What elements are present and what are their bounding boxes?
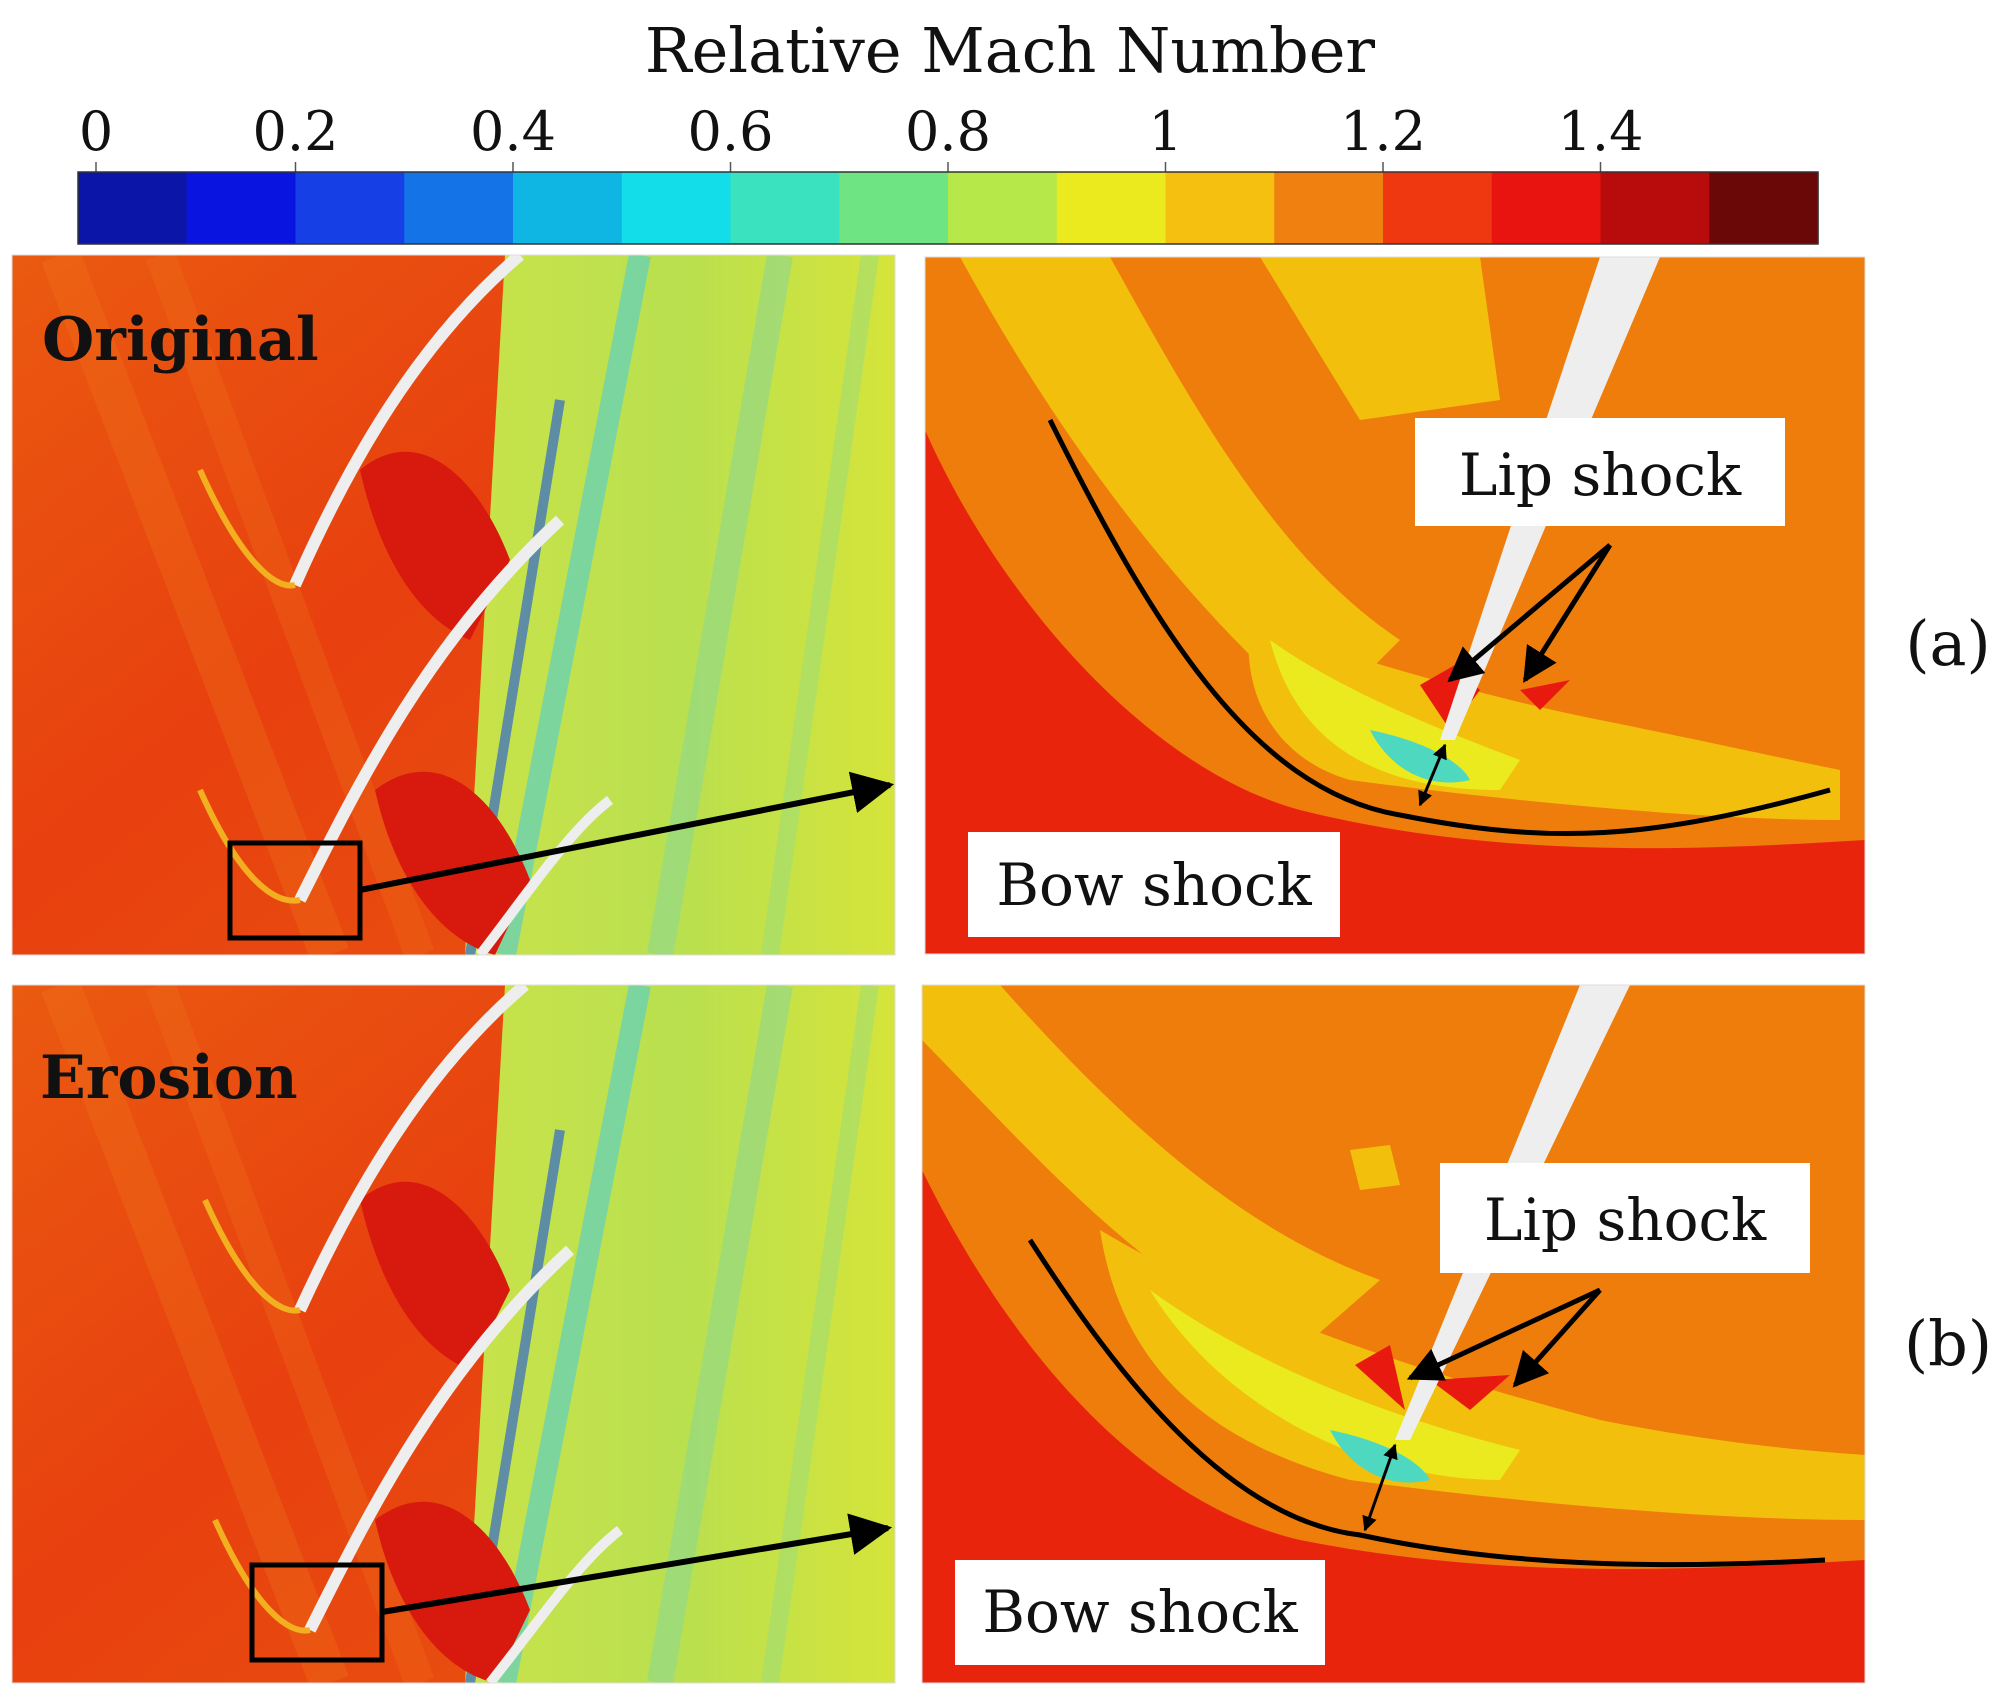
lip-shock-arrow-a1 (1447, 543, 1612, 683)
zoom-panel-b: Lip shock Bow shock (921, 984, 1866, 1684)
lip-shock-arrow-b1 (1406, 1287, 1602, 1381)
zoom-arrow-a (359, 771, 895, 893)
colorbar-cell (730, 172, 840, 244)
overview-panel-b: Erosion (11, 984, 896, 1684)
colorbar-cell (1274, 172, 1384, 244)
colorbar-cell (1600, 172, 1710, 244)
bow-shock-label-box-b (955, 1560, 1325, 1665)
lip-shock-label-b: Lip shock (1484, 1186, 1767, 1254)
lip-shock-arrow-b2 (1512, 1288, 1602, 1388)
colorbar-tick-label: 1.4 (1558, 100, 1644, 163)
panel-label-a: (a) (1905, 607, 1990, 680)
colorbar-cell (513, 172, 623, 244)
zoom-box-b (249, 1562, 385, 1663)
overview-panel-a: Original (11, 254, 896, 956)
colorbar-tick-label: 0.2 (253, 100, 339, 163)
bow-shock-label-b: Bow shock (982, 1578, 1298, 1646)
colorbar-cell (186, 172, 297, 244)
colorbar: Relative Mach Number 0 0.2 0.4 0.6 0.8 1 1.2 1.… (77, 14, 1819, 245)
bow-shock-label-a: Bow shock (996, 851, 1312, 919)
panel-label-b: (b) (1904, 1307, 1992, 1380)
colorbar-tick-label: 0 (79, 100, 113, 163)
colorbar-cell (948, 172, 1058, 244)
colorbar-cell (621, 172, 732, 244)
lip-shock-label-a: Lip shock (1459, 441, 1742, 509)
colorbar-tick-label: 0.4 (470, 100, 556, 163)
colorbar-cell (1491, 172, 1602, 244)
colorbar-cells (78, 172, 1819, 244)
bow-shock-curve-a (1047, 418, 1831, 836)
colorbar-cell (404, 172, 514, 244)
standoff-arrow-b (1362, 1443, 1398, 1532)
colorbar-cell (1709, 172, 1819, 244)
colorbar-tick-label: 0.8 (905, 100, 991, 163)
zoom-arrow-b (381, 1513, 893, 1615)
zoom-panel-a: Lip shock Bow shock (924, 256, 1866, 955)
panel-title-erosion: Erosion (40, 1043, 298, 1113)
colorbar-tick-label: 1.2 (1340, 100, 1426, 163)
colorbar-cell (1383, 172, 1493, 244)
zoom-box-a (227, 840, 363, 941)
colorbar-cell (78, 172, 188, 244)
colorbar-cell (839, 172, 949, 244)
colorbar-tick-label: 0.6 (688, 100, 774, 163)
colorbar-cell (1165, 172, 1275, 244)
colorbar-tick-labels: 0 0.2 0.4 0.6 0.8 1 1.2 1.4 (79, 100, 1644, 172)
lip-shock-label-box-b (1440, 1163, 1810, 1273)
colorbar-tick-label: 1 (1148, 100, 1182, 163)
bow-shock-curve-b (1027, 1238, 1826, 1568)
colorbar-frame (77, 171, 1819, 245)
lip-shock-arrow-a2 (1522, 543, 1613, 683)
panel-title-original: Original (42, 305, 319, 375)
bow-shock-label-box-a (968, 832, 1340, 937)
colorbar-cell (1056, 172, 1167, 244)
colorbar-title: Relative Mach Number (645, 14, 1375, 87)
lip-shock-label-box-a (1415, 418, 1785, 526)
colorbar-cell (295, 172, 405, 244)
standoff-arrow-a (1418, 743, 1447, 807)
